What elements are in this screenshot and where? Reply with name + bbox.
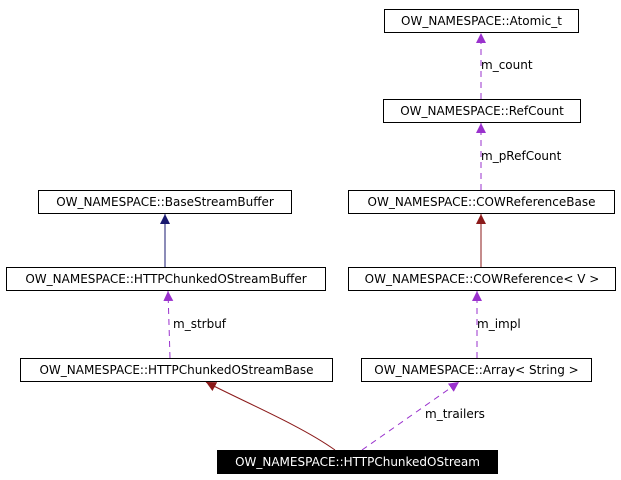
node-cow-reference-base[interactable]: OW_NAMESPACE::COWReferenceBase	[348, 190, 615, 214]
edge-label-m-trailers: m_trailers	[425, 407, 485, 421]
node-base-stream-buffer[interactable]: OW_NAMESPACE::BaseStreamBuffer	[38, 190, 292, 214]
node-cow-reference[interactable]: OW_NAMESPACE::COWReference< V >	[348, 267, 616, 291]
node-array-string[interactable]: OW_NAMESPACE::Array< String >	[361, 358, 592, 382]
edge-m-strbuf	[163, 290, 174, 359]
edge-label-m-impl: m_impl	[477, 317, 521, 331]
node-refcount[interactable]: OW_NAMESPACE::RefCount	[383, 99, 581, 123]
edge-label-m-count: m_count	[481, 58, 533, 72]
node-http-chunked-ostream-buffer[interactable]: OW_NAMESPACE::HTTPChunkedOStreamBuffer	[6, 267, 326, 291]
edge-stream-inherits	[205, 381, 336, 451]
edge-m-trailers	[361, 381, 460, 451]
node-atomic-t[interactable]: OW_NAMESPACE::Atomic_t	[384, 9, 579, 33]
edge-label-m-prefcount: m_pRefCount	[481, 149, 562, 163]
edge-label-m-strbuf: m_strbuf	[173, 317, 227, 331]
node-http-chunked-ostream: OW_NAMESPACE::HTTPChunkedOStream	[217, 450, 498, 474]
node-http-chunked-ostream-base[interactable]: OW_NAMESPACE::HTTPChunkedOStreamBase	[20, 358, 333, 382]
